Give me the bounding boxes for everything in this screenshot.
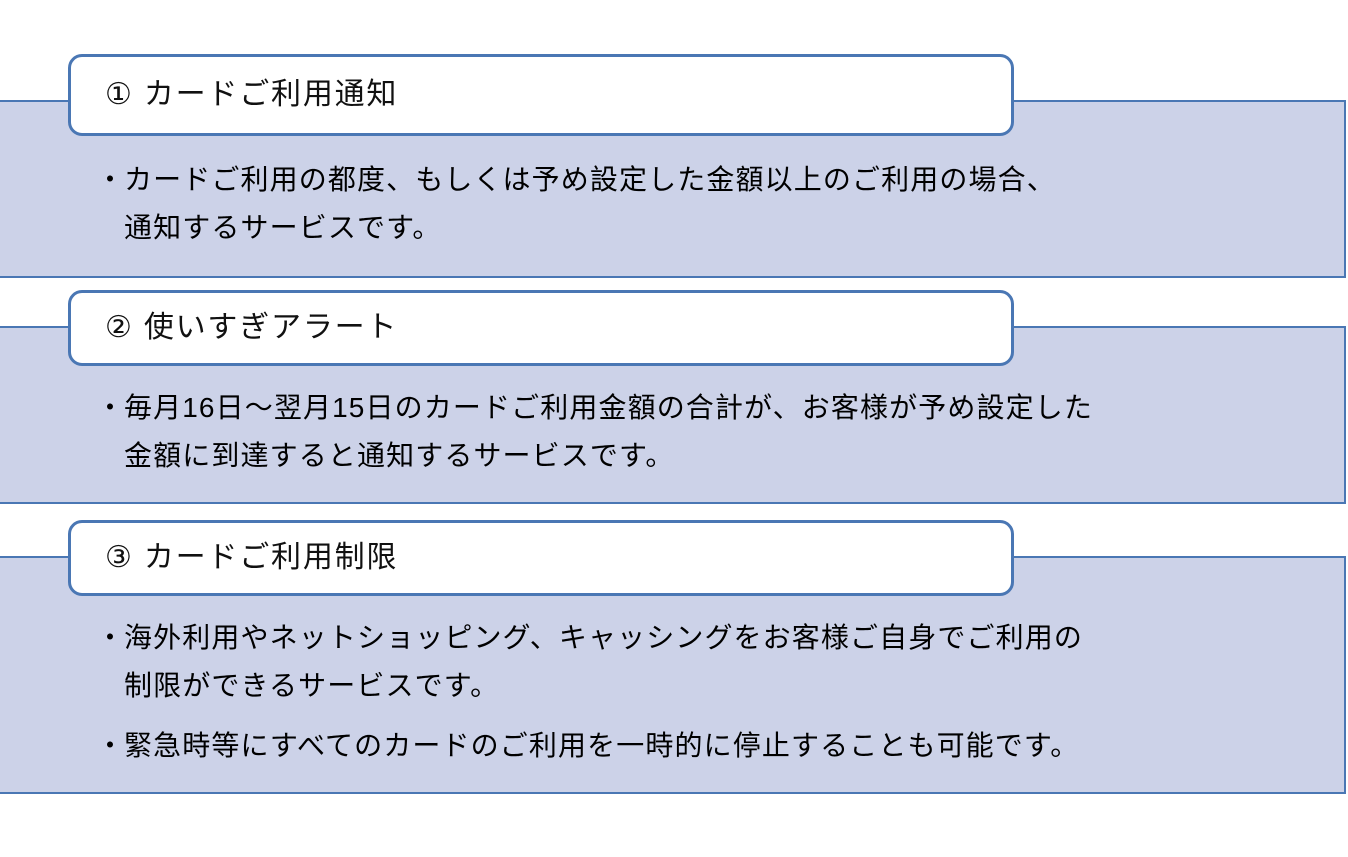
section-header-box: ③ カードご利用制限: [68, 520, 1014, 596]
section-heading-text: ③ カードご利用制限: [105, 541, 399, 574]
section-bullet-list: ・ カードご利用の都度、もしくは予め設定した金額以上のご利用の場合、 通知するサ…: [96, 156, 1056, 252]
list-item-line: 毎月16日〜翌月15日のカードご利用金額の合計が、お客様が予め設定した: [124, 392, 1093, 423]
list-item-text: 毎月16日〜翌月15日のカードご利用金額の合計が、お客様が予め設定した 金額に到…: [124, 384, 1093, 480]
list-item-line: 金額に到達すると通知するサービスです。: [124, 440, 675, 471]
section-heading-text: ② 使いすぎアラート: [105, 311, 399, 344]
section-heading-text: ① カードご利用通知: [105, 78, 399, 111]
list-item-line: 緊急時等にすべてのカードのご利用を一時的に停止することも可能です。: [124, 730, 1080, 761]
list-item-text: カードご利用の都度、もしくは予め設定した金額以上のご利用の場合、 通知するサービ…: [124, 156, 1056, 252]
list-item-text: 海外利用やネットショッピング、キャッシングをお客様ご自身でご利用の 制限ができる…: [124, 614, 1083, 710]
list-item-text: 緊急時等にすべてのカードのご利用を一時的に停止することも可能です。: [124, 722, 1083, 770]
list-item-line: カードご利用の都度、もしくは予め設定した金額以上のご利用の場合、: [124, 164, 1056, 195]
section-bullet-list: ・ 海外利用やネットショッピング、キャッシングをお客様ご自身でご利用の 制限がで…: [96, 614, 1083, 770]
bullet-point-icon: ・: [96, 730, 125, 761]
list-item: ・ カードご利用の都度、もしくは予め設定した金額以上のご利用の場合、 通知するサ…: [96, 156, 1056, 252]
list-item-line: 制限ができるサービスです。: [124, 670, 500, 701]
list-item: ・ 緊急時等にすべてのカードのご利用を一時的に停止することも可能です。: [96, 722, 1083, 770]
list-item: ・ 海外利用やネットショッピング、キャッシングをお客様ご自身でご利用の 制限がで…: [96, 614, 1083, 710]
bullet-point-icon: ・: [96, 622, 125, 653]
bullet-point-icon: ・: [96, 392, 125, 423]
list-item-line: 海外利用やネットショッピング、キャッシングをお客様ご自身でご利用の: [124, 622, 1084, 653]
list-item: ・ 毎月16日〜翌月15日のカードご利用金額の合計が、お客様が予め設定した 金額…: [96, 384, 1093, 480]
bullet-point-icon: ・: [96, 164, 125, 195]
section-header-box: ① カードご利用通知: [68, 54, 1014, 136]
list-item-line: 通知するサービスです。: [124, 212, 442, 243]
section-header-box: ② 使いすぎアラート: [68, 290, 1014, 366]
section-bullet-list: ・ 毎月16日〜翌月15日のカードご利用金額の合計が、お客様が予め設定した 金額…: [96, 384, 1093, 480]
